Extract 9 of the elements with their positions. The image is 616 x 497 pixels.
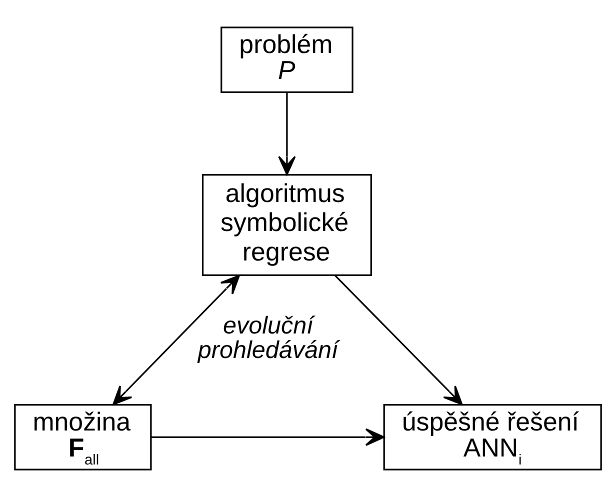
arrow <box>150 428 385 446</box>
node-box: úspěšné řešení ANN$_{i}$ <box>383 404 602 470</box>
arrow <box>278 92 296 176</box>
node-box: problém P <box>220 26 354 94</box>
arrow <box>112 274 240 406</box>
node-box: množina F$_{all}$ <box>14 404 152 470</box>
edge-label: evoluční prohledávání <box>198 312 338 364</box>
arrow <box>334 275 463 406</box>
node-box: algoritmus symbolické regrese <box>202 174 372 276</box>
